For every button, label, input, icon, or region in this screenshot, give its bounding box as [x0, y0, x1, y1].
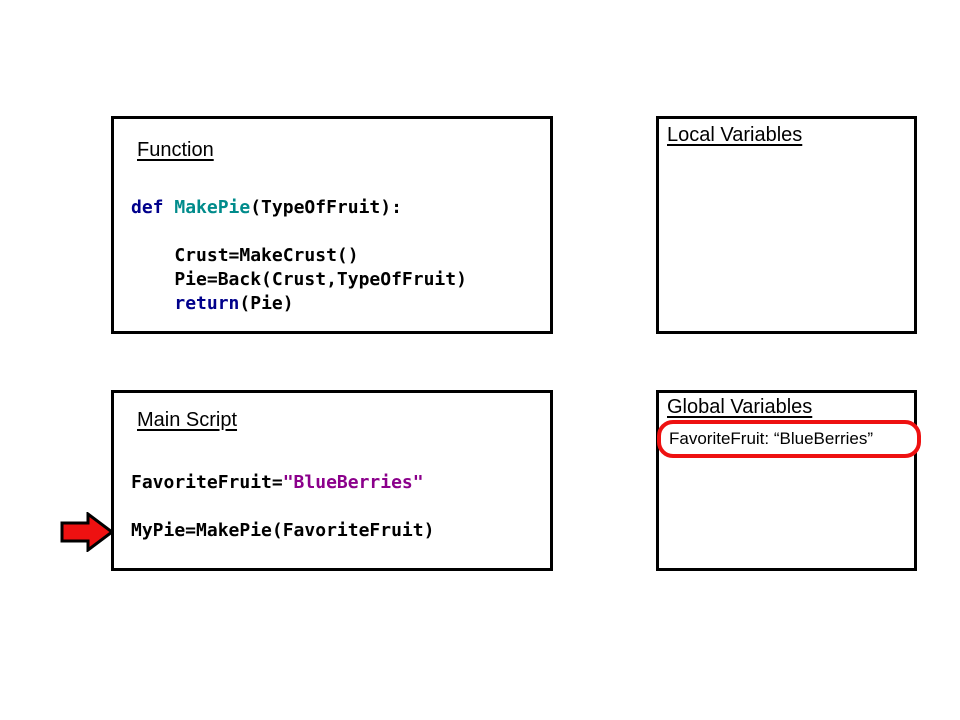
- code-line: return(Pie): [174, 293, 294, 314]
- code-line: def MakePie(TypeOfFruit):: [131, 197, 402, 218]
- function-code-block: def MakePie(TypeOfFruit): Crust=MakeCrus…: [131, 196, 467, 316]
- current-line-arrow-icon: [60, 512, 114, 552]
- global-variable-entry: FavoriteFruit: “BlueBerries”: [669, 429, 874, 448]
- function-box-title: Function: [137, 139, 214, 161]
- code-line: Crust=MakeCrust(): [131, 245, 359, 266]
- global-variables-box: Global Variables FavoriteFruit: “BlueBer…: [656, 390, 921, 571]
- code-line: Pie=Back(Crust,TypeOfFruit): [131, 269, 467, 290]
- highlight-ring: FavoriteFruit: “BlueBerries”: [657, 420, 921, 458]
- main-script-title: Main Script: [137, 409, 238, 431]
- code-line: [131, 220, 467, 244]
- function-box: Function def MakePie(TypeOfFruit): Crust…: [111, 116, 553, 334]
- main-script-box: Main Script FavoriteFruit="BlueBerries" …: [111, 390, 553, 571]
- main-script-code-block: FavoriteFruit="BlueBerries" MyPie=MakePi…: [131, 471, 434, 543]
- code-line: [131, 495, 434, 519]
- global-variables-title: Global Variables: [667, 396, 813, 418]
- code-line: MyPie=MakePie(FavoriteFruit): [131, 520, 435, 541]
- local-variables-title: Local Variables: [667, 124, 803, 146]
- local-variables-box: Local Variables: [656, 116, 917, 334]
- code-line: FavoriteFruit="BlueBerries": [131, 472, 424, 493]
